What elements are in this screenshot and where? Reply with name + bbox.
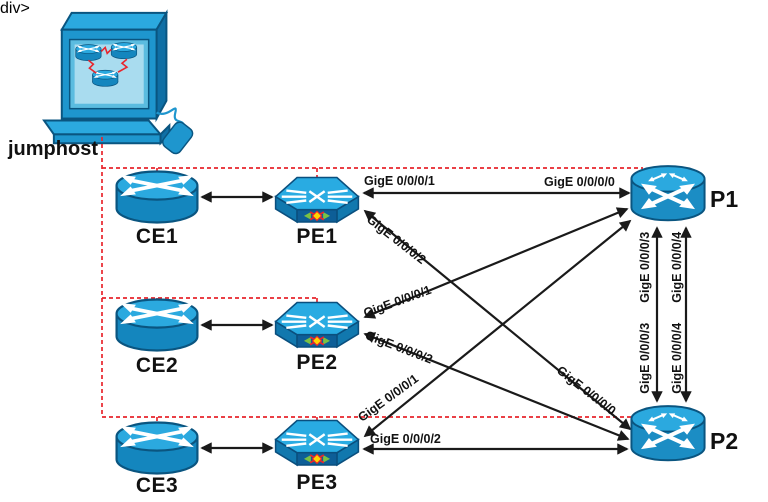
- node-ce2-label: CE2: [135, 354, 179, 377]
- core-router-icon: [629, 404, 707, 463]
- node-ce1-label: CE1: [135, 225, 179, 248]
- pe-router-icon: [274, 176, 360, 224]
- node-pe3-label: PE3: [296, 471, 338, 494]
- pe-router-icon: [274, 419, 360, 467]
- node-pe1-label: PE1: [296, 225, 338, 248]
- pe-router-icon: [274, 301, 360, 349]
- jumphost-icon: [38, 4, 206, 162]
- node-pe1: [271, 169, 363, 232]
- node-ce3-label: CE3: [135, 474, 179, 497]
- if-p1-p2-a-p2-end: GigE 0/0/0/3: [637, 322, 652, 394]
- if-p1-p2-b-p2-end: GigE 0/0/0/4: [669, 322, 684, 394]
- node-p2-label: P2: [710, 428, 739, 454]
- node-ce2: [113, 296, 201, 354]
- router-icon: [114, 297, 200, 353]
- if-p1-p2-b-p1-end: GigE 0/0/0/4: [669, 231, 684, 303]
- jumphost-keyboard: [42, 119, 171, 146]
- node-p1: [628, 163, 708, 225]
- node-pe2: [271, 294, 363, 357]
- jumphost-mouse: [162, 121, 194, 155]
- node-pe2-label: PE2: [296, 351, 338, 374]
- node-p2: [628, 403, 708, 465]
- router-icon: [114, 420, 200, 476]
- if-pe1-p1-pe1-end: GigE 0/0/0/1: [364, 174, 435, 188]
- node-ce1: [113, 168, 201, 226]
- router-icon: [114, 169, 200, 225]
- if-pe3-p2-pe3-end: GigE 0/0/0/2: [370, 432, 441, 446]
- if-p1-p2-a-p1-end: GigE 0/0/0/3: [637, 231, 652, 303]
- if-pe1-p1-p1-end: GigE 0/0/0/0: [544, 175, 615, 189]
- node-ce3: [113, 419, 201, 477]
- link-pe3-p1: [363, 219, 632, 438]
- jumphost-label: jumphost: [8, 138, 98, 160]
- node-p1-label: P1: [710, 186, 739, 212]
- core-router-icon: [629, 164, 707, 223]
- jumphost-screen-routers: [75, 42, 138, 87]
- node-pe3: [271, 412, 363, 475]
